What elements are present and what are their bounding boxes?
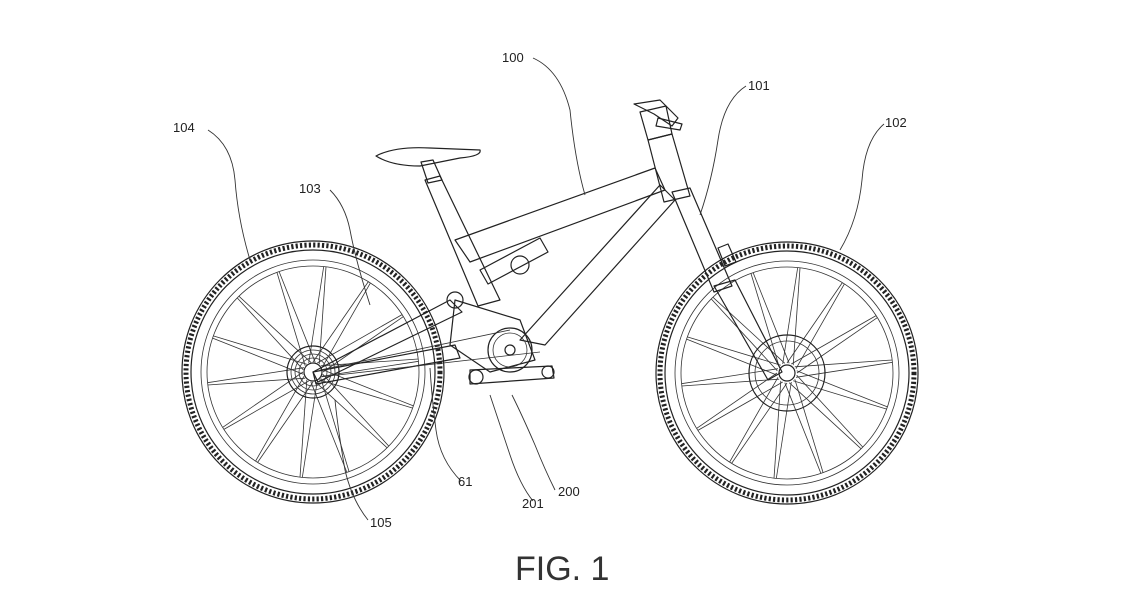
spoke: [782, 267, 799, 365]
front-hub: [778, 364, 796, 382]
seat-post: [420, 159, 443, 184]
spoke: [795, 283, 845, 369]
spoke: [796, 370, 888, 408]
spoke: [319, 379, 413, 409]
spoke: [322, 316, 404, 373]
spoke: [712, 296, 786, 364]
spoke: [320, 378, 350, 472]
rear-wheel: [181, 240, 445, 504]
spoke: [710, 298, 778, 372]
spoke: [236, 297, 304, 371]
rear-tire: [181, 240, 445, 504]
spoke: [207, 367, 305, 384]
spoke: [213, 335, 307, 365]
spoke: [310, 381, 348, 473]
spoke: [697, 381, 783, 431]
label-rear-wheel: 104: [173, 120, 195, 135]
swingarm: [312, 291, 541, 385]
spoke: [796, 317, 878, 374]
spoke: [223, 380, 309, 430]
label-front-wheel: 102: [885, 115, 907, 130]
spoke: [696, 372, 778, 429]
spoke: [308, 266, 325, 364]
spoke: [317, 314, 403, 364]
spoke: [788, 382, 862, 450]
spoke: [318, 266, 327, 365]
spoke: [257, 381, 314, 463]
label-cassette: 105: [370, 515, 392, 530]
saddle: [375, 147, 481, 167]
spoke: [752, 272, 790, 364]
spoke: [321, 360, 419, 377]
label-fork: 101: [748, 78, 770, 93]
chain-stay: [312, 344, 461, 385]
spoke: [791, 315, 877, 365]
spoke: [312, 281, 369, 363]
spoke: [750, 273, 780, 367]
front-spokes: [681, 267, 893, 479]
rear-shock: [479, 237, 549, 285]
spoke: [784, 382, 822, 474]
figure-caption: FIG. 1: [515, 550, 609, 588]
label-link: 61: [458, 474, 472, 489]
spoke: [775, 381, 792, 479]
spoke: [796, 374, 864, 448]
label-drive-unit: 200: [558, 484, 580, 499]
fork: [671, 187, 783, 381]
fork-lower: [713, 279, 783, 381]
spoke: [278, 271, 316, 363]
seat-tube: [424, 175, 501, 307]
leader-lines: [207, 57, 885, 521]
spoke: [322, 373, 390, 447]
frame: [420, 133, 691, 373]
spoke: [681, 378, 780, 387]
spoke: [729, 377, 779, 463]
spoke: [786, 282, 843, 364]
spoke: [276, 272, 306, 366]
spoke: [686, 338, 778, 376]
rear-spokes: [207, 266, 419, 478]
drivetrain: [468, 327, 555, 385]
spoke: [793, 380, 887, 410]
spoke: [301, 380, 318, 478]
seat-stay: [312, 299, 463, 383]
chainring: [487, 327, 533, 373]
spoke: [794, 359, 893, 368]
spoke: [314, 381, 388, 449]
fork-stanchion: [671, 187, 733, 293]
label-swingarm: 103: [299, 181, 321, 196]
spoke: [795, 361, 893, 378]
front-wheel: [655, 241, 919, 505]
spoke: [681, 368, 779, 385]
bottom-bracket-housing: [449, 299, 536, 373]
label-crank: 201: [522, 496, 544, 511]
cockpit: [633, 99, 683, 141]
spoke: [792, 267, 801, 366]
spoke: [299, 379, 308, 478]
down-tube: [519, 184, 676, 346]
front-tire: [655, 241, 919, 505]
spoke: [322, 369, 414, 407]
spoke: [207, 377, 306, 386]
label-frame: 100: [502, 50, 524, 65]
rear-hub: [303, 362, 323, 382]
spoke: [731, 382, 788, 464]
stem: [639, 105, 673, 141]
spoke: [321, 282, 371, 368]
spoke: [212, 337, 304, 375]
spoke: [255, 376, 305, 462]
brake-rotor: [748, 334, 826, 412]
spoke: [687, 336, 781, 366]
spoke: [320, 358, 419, 367]
spoke: [222, 371, 304, 428]
spoke: [794, 379, 824, 473]
spoke: [773, 380, 782, 479]
spoke: [238, 295, 312, 363]
